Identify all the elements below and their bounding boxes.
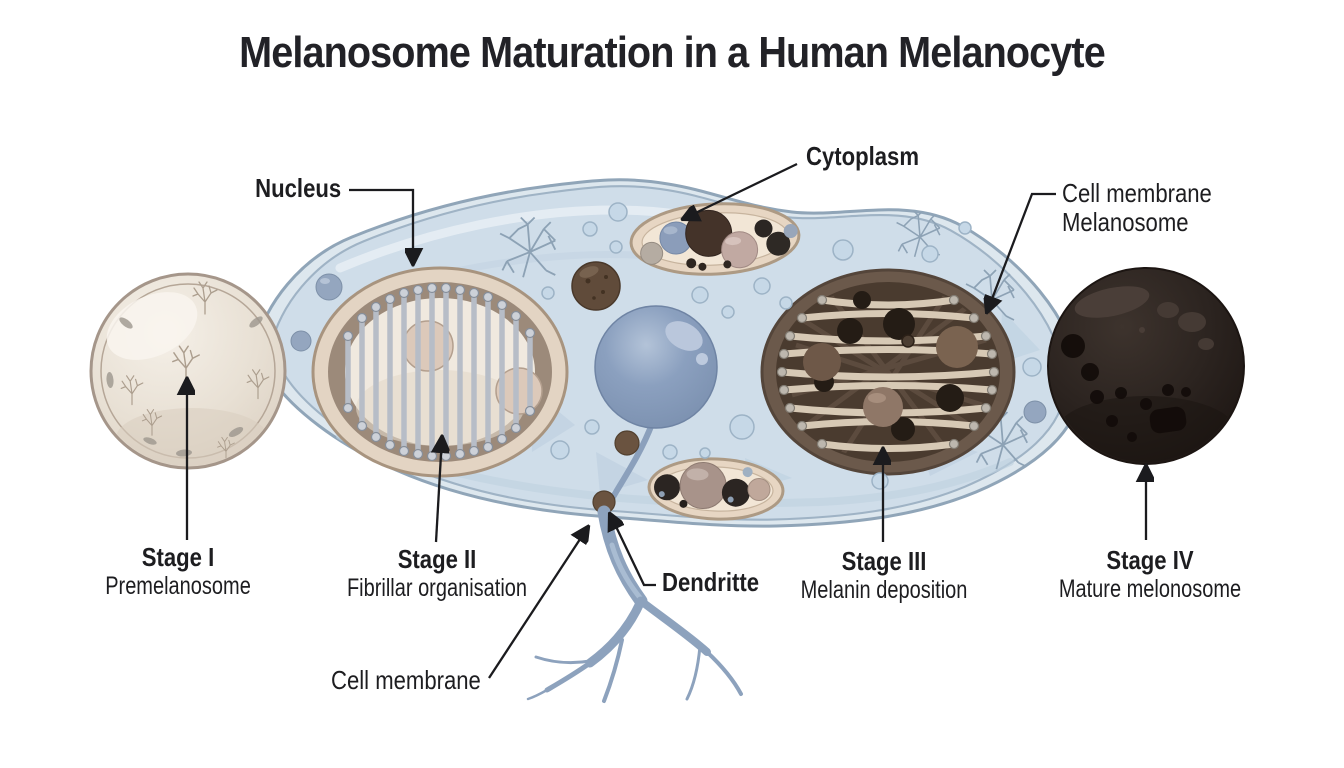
melanin-fibril-ends bbox=[776, 294, 1000, 450]
label-melanosome: Melanosome bbox=[1062, 207, 1189, 237]
top-vesicle-cluster bbox=[629, 202, 801, 276]
small-gray-vesicles bbox=[290, 273, 1047, 424]
pointer-nucleus bbox=[349, 188, 413, 264]
page-title: Melanosome Maturation in a Human Melanoc… bbox=[239, 28, 1106, 77]
stage3-name: Stage III bbox=[841, 546, 927, 576]
label-nucleus: Nucleus bbox=[255, 173, 341, 203]
pointer-cytoplasm bbox=[683, 162, 798, 219]
fibril-rods bbox=[345, 285, 533, 459]
small-melanosome bbox=[614, 430, 640, 456]
stage3-caption: Stage III Melanin deposition bbox=[744, 546, 1024, 605]
label-cell-membrane-bottom: Cell membrane bbox=[331, 665, 481, 695]
label-cytoplasm: Cytoplasm bbox=[806, 141, 919, 171]
pointer-stage2 bbox=[436, 437, 442, 543]
stage4-name: Stage IV bbox=[1106, 545, 1194, 575]
stage2-description: Fibrillar organisation bbox=[346, 574, 528, 602]
stage3-description: Melanin deposition bbox=[800, 576, 968, 604]
stage4-caption: Stage IV Mature melonosome bbox=[1010, 545, 1290, 604]
stage4-description: Mature melonosome bbox=[1058, 575, 1242, 603]
stage2-name: Stage II bbox=[397, 544, 477, 574]
stage1-name: Stage I bbox=[141, 542, 215, 572]
label-dendrite: Dendritte bbox=[662, 567, 760, 597]
cytosol-bubbles bbox=[541, 202, 1042, 490]
stage2-caption: Stage II Fibrillar organisation bbox=[297, 544, 577, 603]
stage4-mature-melanosome-sphere bbox=[1047, 267, 1245, 465]
stage1-caption: Stage I Premelanosome bbox=[38, 542, 318, 601]
bottom-vesicle-cluster bbox=[647, 457, 785, 521]
pointer-lines bbox=[187, 162, 1146, 679]
pointer-cell-membrane-bottom bbox=[488, 527, 588, 679]
label-cell-membrane-top: Cell membrane bbox=[1062, 178, 1212, 208]
dendrite-branches bbox=[526, 505, 743, 703]
stage2-fibrillar-oval bbox=[311, 266, 569, 478]
stage3-melanin-oval bbox=[760, 268, 1016, 476]
stage1-premelanosome-sphere bbox=[89, 272, 287, 470]
brown-vesicle bbox=[571, 261, 621, 311]
stage1-description: Premelanosome bbox=[105, 572, 251, 600]
stage4-inner-detail bbox=[1056, 286, 1236, 462]
pointer-dendrite bbox=[610, 514, 656, 587]
melanin-granules bbox=[803, 291, 978, 441]
pointer-cell-membrane-melanosome bbox=[987, 192, 1056, 312]
stage1-inner-detail bbox=[106, 281, 270, 466]
